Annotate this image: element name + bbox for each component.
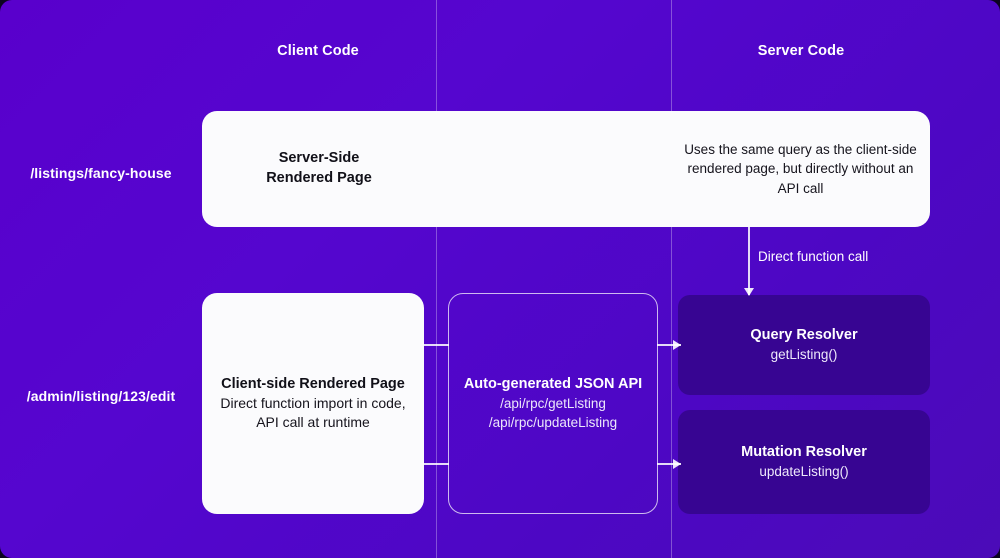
- connector-csr-to-api-bottom: [423, 463, 449, 465]
- auto-generated-json-api-card: Auto-generated JSON API /api/rpc/getList…: [448, 293, 658, 514]
- api-endpoint-update: /api/rpc/updateListing: [488, 415, 618, 431]
- server-side-rendered-page-card: Server-Side Rendered Page Uses the same …: [202, 111, 930, 227]
- query-resolver-title: Query Resolver: [750, 327, 858, 344]
- ssr-title-line-1: Server-Side: [278, 150, 360, 167]
- csr-title: Client-side Rendered Page: [221, 375, 405, 392]
- connector-ssr-to-query-resolver: [748, 227, 750, 295]
- column-header-client-code: Client Code: [277, 43, 359, 59]
- row-label-admin-route: /admin/listing/123/edit: [26, 388, 176, 404]
- ssr-note-text: Uses the same query as the client-side r…: [684, 141, 917, 196]
- arrow-head-right-icon-mutation: [673, 458, 681, 469]
- column-header-server-code: Server Code: [757, 43, 845, 59]
- connector-api-to-query-resolver: [657, 344, 681, 346]
- ssr-note-block: Uses the same query as the client-side r…: [671, 111, 930, 227]
- client-side-rendered-page-card: Client-side Rendered Page Direct functio…: [202, 293, 424, 514]
- api-title: Auto-generated JSON API: [463, 375, 643, 392]
- arrow-head-right-icon-query: [673, 339, 681, 350]
- csr-subtitle: Direct function import in code, API call…: [220, 395, 406, 431]
- row-label-listings-route: /listings/fancy-house: [30, 165, 172, 181]
- connector-api-to-mutation-resolver: [657, 463, 681, 465]
- ssr-title-line-2: Rendered Page: [266, 170, 372, 186]
- mutation-resolver-card: Mutation Resolver updateListing(): [678, 410, 930, 514]
- ssr-title-block: Server-Side Rendered Page: [202, 111, 436, 227]
- arrow-head-down-icon: [744, 288, 754, 296]
- query-resolver-subtitle: getListing(): [770, 346, 838, 362]
- mutation-resolver-subtitle: updateListing(): [759, 463, 849, 479]
- column-divider-1: [436, 0, 437, 558]
- connector-csr-to-api-top: [423, 344, 449, 346]
- direct-function-call-label: Direct function call: [758, 249, 869, 264]
- mutation-resolver-title: Mutation Resolver: [741, 444, 867, 461]
- column-divider-2: [671, 0, 672, 558]
- query-resolver-card: Query Resolver getListing(): [678, 295, 930, 395]
- api-endpoint-get: /api/rpc/getListing: [500, 396, 606, 412]
